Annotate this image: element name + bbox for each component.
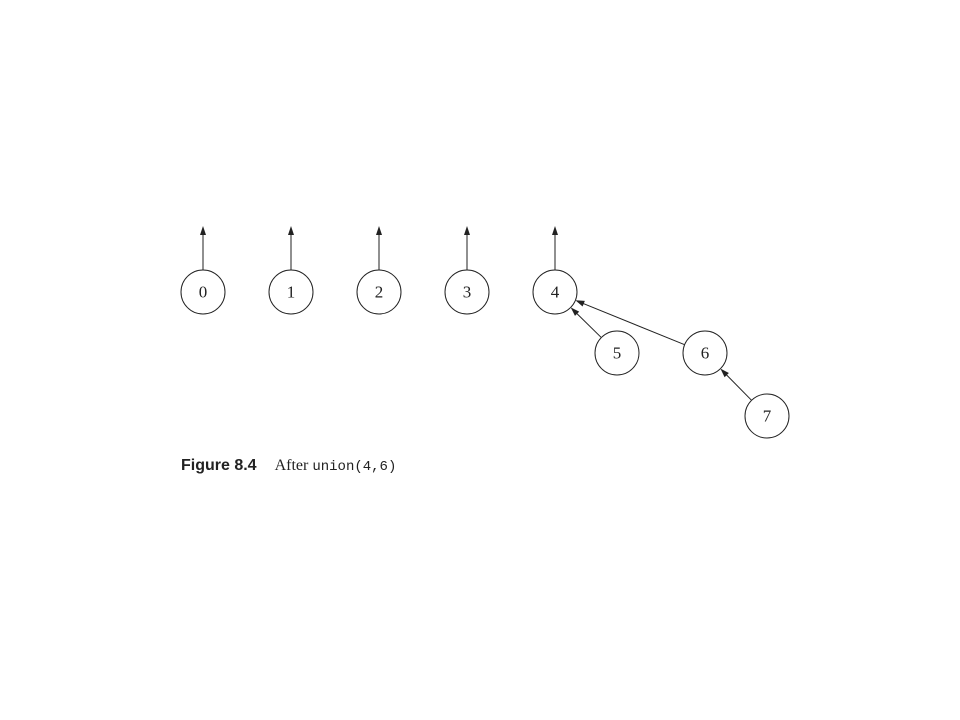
edge-6-to-4 — [577, 300, 685, 346]
edges-layer — [200, 226, 752, 401]
root-arrowhead-3 — [464, 226, 470, 235]
node-circle-6 — [682, 330, 728, 376]
node-circle-3 — [444, 269, 490, 315]
node-0: 0 — [180, 269, 226, 315]
edge-7-to-6 — [721, 369, 752, 401]
caption-text: After — [274, 457, 309, 474]
node-label-1: 1 — [287, 283, 296, 302]
node-label-5: 5 — [613, 344, 622, 363]
node-circle-0 — [180, 269, 226, 315]
node-label-4: 4 — [551, 283, 560, 302]
node-label-2: 2 — [375, 283, 384, 302]
node-circle-1 — [268, 269, 314, 315]
node-label-3: 3 — [463, 283, 472, 302]
root-arrowhead-1 — [288, 226, 294, 235]
node-3: 3 — [444, 269, 490, 315]
root-arrowhead-0 — [200, 226, 206, 235]
node-circle-7 — [744, 393, 790, 439]
caption-code: union(4,6) — [312, 459, 397, 475]
node-5: 5 — [594, 330, 640, 376]
arrowhead-7-to-6 — [720, 368, 729, 378]
figure-number: Figure 8.4 — [181, 457, 257, 474]
arrowhead-6-to-4 — [575, 300, 585, 307]
arrowhead-5-to-4 — [570, 307, 580, 316]
node-circle-5 — [594, 330, 640, 376]
node-circle-4 — [532, 269, 578, 315]
nodes-layer: 0 1 2 3 4 5 6 7 — [180, 269, 790, 439]
node-label-7: 7 — [763, 407, 772, 426]
root-arrowhead-2 — [376, 226, 382, 235]
node-label-0: 0 — [199, 283, 208, 302]
node-label-6: 6 — [701, 344, 710, 363]
node-6: 6 — [682, 330, 728, 376]
node-2: 2 — [356, 269, 402, 315]
figure-caption: Figure 8.4 After union(4,6) — [181, 455, 396, 478]
root-arrowhead-4 — [552, 226, 558, 235]
node-circle-2 — [356, 269, 402, 315]
node-4: 4 — [532, 269, 578, 315]
node-7: 7 — [744, 393, 790, 439]
node-1: 1 — [268, 269, 314, 315]
